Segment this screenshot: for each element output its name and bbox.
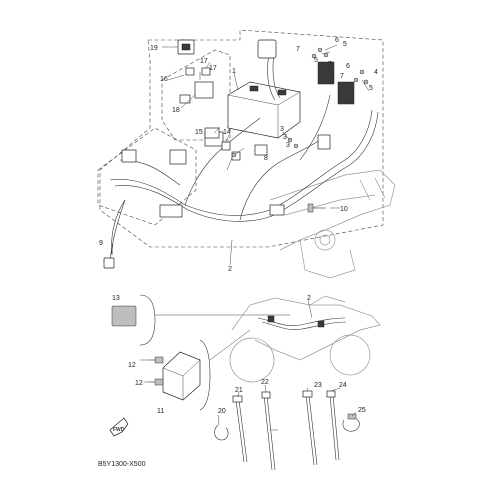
- callout-19: 19: [150, 45, 158, 52]
- callout-13: 13: [112, 295, 120, 302]
- callout-4: 4: [374, 69, 378, 76]
- callout-9: 9: [99, 240, 103, 247]
- callout-3b: 3: [283, 134, 287, 141]
- callout-8: 8: [264, 155, 268, 162]
- callout-21: 21: [235, 387, 243, 394]
- callout-6b: 6: [346, 63, 350, 70]
- callout-15: 15: [195, 129, 203, 136]
- callout-10: 10: [340, 206, 348, 213]
- callout-14: 14: [223, 129, 231, 136]
- callout-12b: 12: [135, 380, 143, 387]
- leader-lines-upper: [111, 44, 370, 266]
- callout-17b: 17: [209, 65, 217, 72]
- callout-6a: 6: [335, 37, 339, 44]
- callout-7b: 7: [340, 73, 344, 80]
- callout-16: 16: [160, 76, 168, 83]
- callout-20: 20: [218, 408, 226, 415]
- callout-17a: 17: [200, 58, 208, 65]
- callout-3c: 3: [286, 142, 290, 149]
- callout-25: 25: [358, 407, 366, 414]
- relay-group-outline: [161, 49, 231, 141]
- drawing-code: B5Y1300-X500: [98, 461, 146, 468]
- frame-outline: [269, 169, 396, 279]
- callout-2-side: 2: [307, 295, 311, 302]
- callout-5b: 5: [369, 85, 373, 92]
- bike-silhouette: [229, 295, 381, 383]
- callout-18: 18: [172, 107, 180, 114]
- callout-11: 11: [157, 408, 164, 415]
- cable-ties: [214, 390, 360, 471]
- fwd-label: FWD: [113, 427, 125, 433]
- callout-22: 22: [261, 379, 269, 386]
- callout-12a: 12: [128, 362, 136, 369]
- callout-5c: 5: [314, 57, 318, 64]
- relay-parts: [177, 39, 214, 104]
- callout-labels: 1 2 2 3 3 3 4 5 5 5 6 6 7 7 7 8 9 10 11 …: [99, 37, 378, 415]
- main-wire-harness: [109, 47, 379, 256]
- callout-7a: 7: [296, 46, 300, 53]
- battery: [227, 81, 301, 139]
- bolt-10: [307, 203, 326, 213]
- callout-23: 23: [314, 382, 322, 389]
- upper-group-outline: [99, 29, 384, 248]
- lower-left-group: [111, 294, 290, 411]
- callout-24: 24: [339, 382, 347, 389]
- fwd-arrow-icon: FWD: [109, 417, 129, 437]
- callout-5a: 5: [343, 41, 347, 48]
- callout-1: 1: [232, 68, 236, 75]
- lower-left-outline: [97, 127, 197, 226]
- callout-3a: 3: [280, 126, 284, 133]
- leader-lines-lower: [140, 359, 357, 426]
- fasteners-right: [231, 47, 369, 158]
- callout-2-main: 2: [228, 266, 232, 273]
- callout-7c: 7: [328, 61, 332, 68]
- sensor-lead: [103, 199, 126, 269]
